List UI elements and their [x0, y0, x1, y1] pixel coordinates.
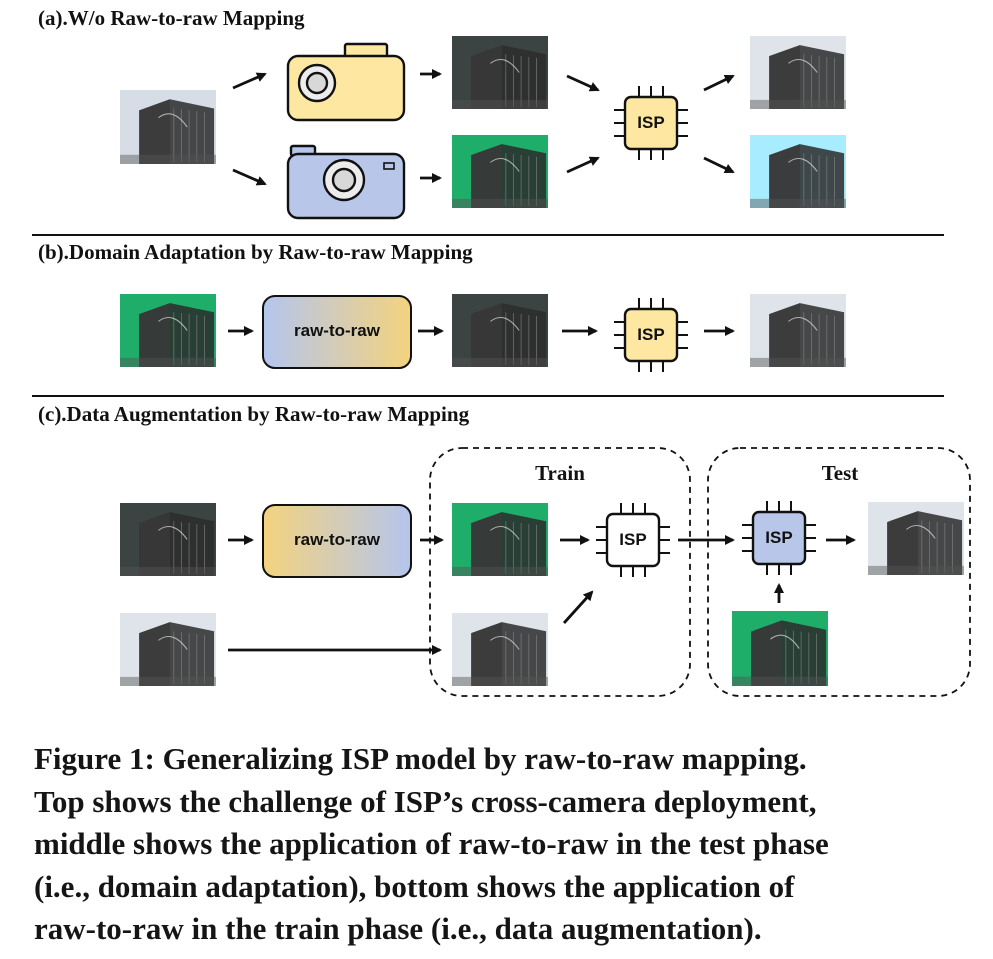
isp-label-c-train: ISP: [619, 530, 647, 549]
camera-icon: [286, 144, 406, 220]
augmented-photo-green-c: [452, 503, 548, 576]
raw-to-raw-label-b: raw-to-raw: [294, 321, 380, 340]
isp-label-b: ISP: [637, 325, 665, 344]
isp-label-a: ISP: [637, 113, 665, 132]
raw-photo-green-a: [452, 135, 548, 208]
section-b-title: (b).Domain Adaptation by Raw-to-raw Mapp…: [38, 240, 473, 264]
input-photo-a: [120, 90, 216, 164]
output-photo-normal-a: [750, 36, 846, 109]
caption-line: (i.e., domain adaptation), bottom shows …: [34, 868, 795, 904]
section-c-title: (c).Data Augmentation by Raw-to-raw Mapp…: [38, 402, 470, 426]
divider-a-b: [32, 234, 944, 236]
camera-icon: [286, 42, 406, 122]
raw-photo-dark-a: [452, 36, 548, 109]
input-photo-normal-c: [120, 613, 216, 686]
test-label: Test: [821, 461, 859, 485]
output-photo-b: [750, 294, 846, 367]
target-photo-c: [452, 613, 548, 686]
input-photo-green-b: [120, 294, 216, 367]
caption-line: Figure 1: Generalizing ISP model by raw-…: [34, 741, 807, 776]
mapped-photo-b: [452, 294, 548, 367]
output-photo-cyan-a: [750, 135, 846, 208]
figure-caption: Figure 1: Generalizing ISP model by raw-…: [34, 738, 979, 951]
input-photo-dark-c: [120, 503, 216, 576]
test-output-photo-c: [868, 502, 964, 575]
section-a-title: (a).W/o Raw-to-raw Mapping: [38, 6, 305, 30]
caption-line: middle shows the application of raw-to-r…: [34, 826, 829, 861]
divider-b-c: [32, 395, 944, 397]
train-label: Train: [535, 461, 585, 485]
caption-line: Top shows the challenge of ISP’s cross-c…: [34, 783, 817, 819]
isp-label-c-test: ISP: [765, 528, 793, 547]
test-input-photo-green-c: [732, 611, 828, 686]
caption-line: raw-to-raw in the train phase (i.e., dat…: [34, 911, 762, 946]
raw-to-raw-label-c: raw-to-raw: [294, 530, 380, 549]
